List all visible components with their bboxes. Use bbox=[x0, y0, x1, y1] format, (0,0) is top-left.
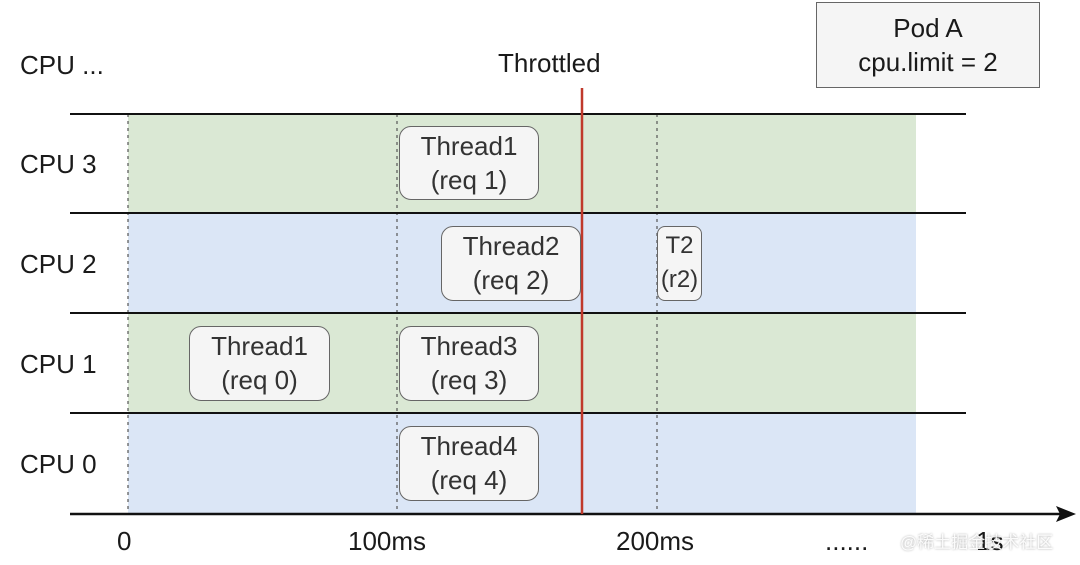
axis-tick-label: 0 bbox=[117, 526, 132, 556]
thread-box: Thread1 (req 0) bbox=[189, 326, 330, 401]
pod-info-box: Pod A cpu.limit = 2 bbox=[816, 2, 1040, 88]
thread-box: Thread3 (req 3) bbox=[399, 326, 539, 401]
cpu-label-more: CPU ... bbox=[20, 50, 104, 80]
thread-request: (req 0) bbox=[221, 365, 298, 395]
throttled-label: Throttled bbox=[498, 48, 601, 78]
thread-box: Thread4 (req 4) bbox=[399, 426, 539, 501]
thread-box: Thread1 (req 1) bbox=[399, 126, 539, 200]
thread-request: (r2) bbox=[660, 266, 699, 293]
thread-request: (req 1) bbox=[430, 165, 508, 195]
thread-name: Thread1 bbox=[211, 331, 308, 361]
thread-name: T2 bbox=[665, 232, 694, 259]
pod-cpu-limit: cpu.limit = 2 bbox=[858, 47, 998, 77]
cpu-label-3: CPU 3 bbox=[20, 149, 97, 179]
thread-request: (req 4) bbox=[430, 465, 508, 495]
thread-box: Thread2 (req 2) bbox=[441, 226, 581, 301]
axis-tick-label: 200ms bbox=[616, 526, 695, 556]
thread-name: Thread2 bbox=[462, 231, 560, 261]
axis-tick-label: ...... bbox=[825, 526, 869, 556]
thread-request: (req 2) bbox=[472, 265, 550, 295]
watermark: @稀土掘金技术社区 bbox=[900, 533, 1054, 552]
thread-name: Thread1 bbox=[420, 131, 518, 161]
cpu-label-1: CPU 1 bbox=[20, 349, 97, 379]
thread-request: (req 3) bbox=[430, 365, 508, 395]
cpu-label-0: CPU 0 bbox=[20, 449, 97, 479]
cpu-label-2: CPU 2 bbox=[20, 249, 97, 279]
time-axis-arrowhead bbox=[1056, 506, 1076, 522]
axis-tick-label: 100ms bbox=[348, 526, 427, 556]
thread-name: Thread4 bbox=[420, 431, 518, 461]
pod-name: Pod A bbox=[893, 13, 963, 43]
thread-name: Thread3 bbox=[420, 331, 518, 361]
thread-box: T2 (r2) bbox=[657, 226, 702, 301]
axis-tick-label: 1s bbox=[976, 526, 1004, 556]
